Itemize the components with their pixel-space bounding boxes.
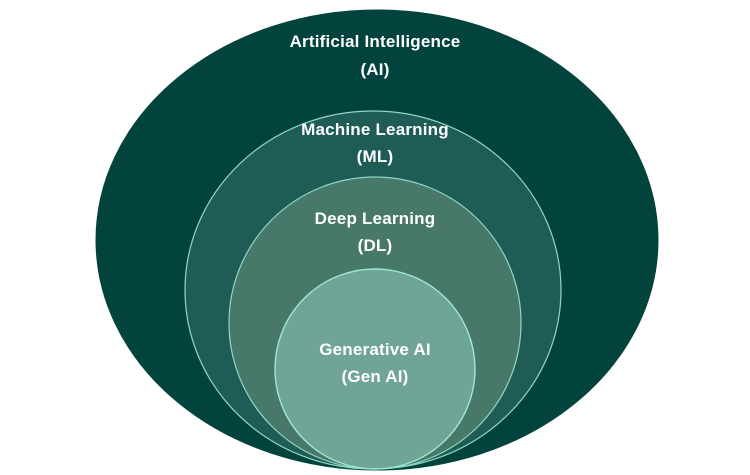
ml-title: Machine Learning (301, 120, 449, 139)
dl-abbr: (DL) (357, 236, 393, 255)
ml-abbr: (ML) (356, 147, 394, 166)
ai-abbr: (AI) (360, 60, 390, 79)
genai-circle (274, 268, 476, 470)
genai-abbr: (Gen AI) (341, 367, 409, 386)
dl-title: Deep Learning (314, 209, 436, 228)
genai-title: Generative AI (319, 340, 431, 359)
ai-title: Artificial Intelligence (289, 32, 461, 51)
